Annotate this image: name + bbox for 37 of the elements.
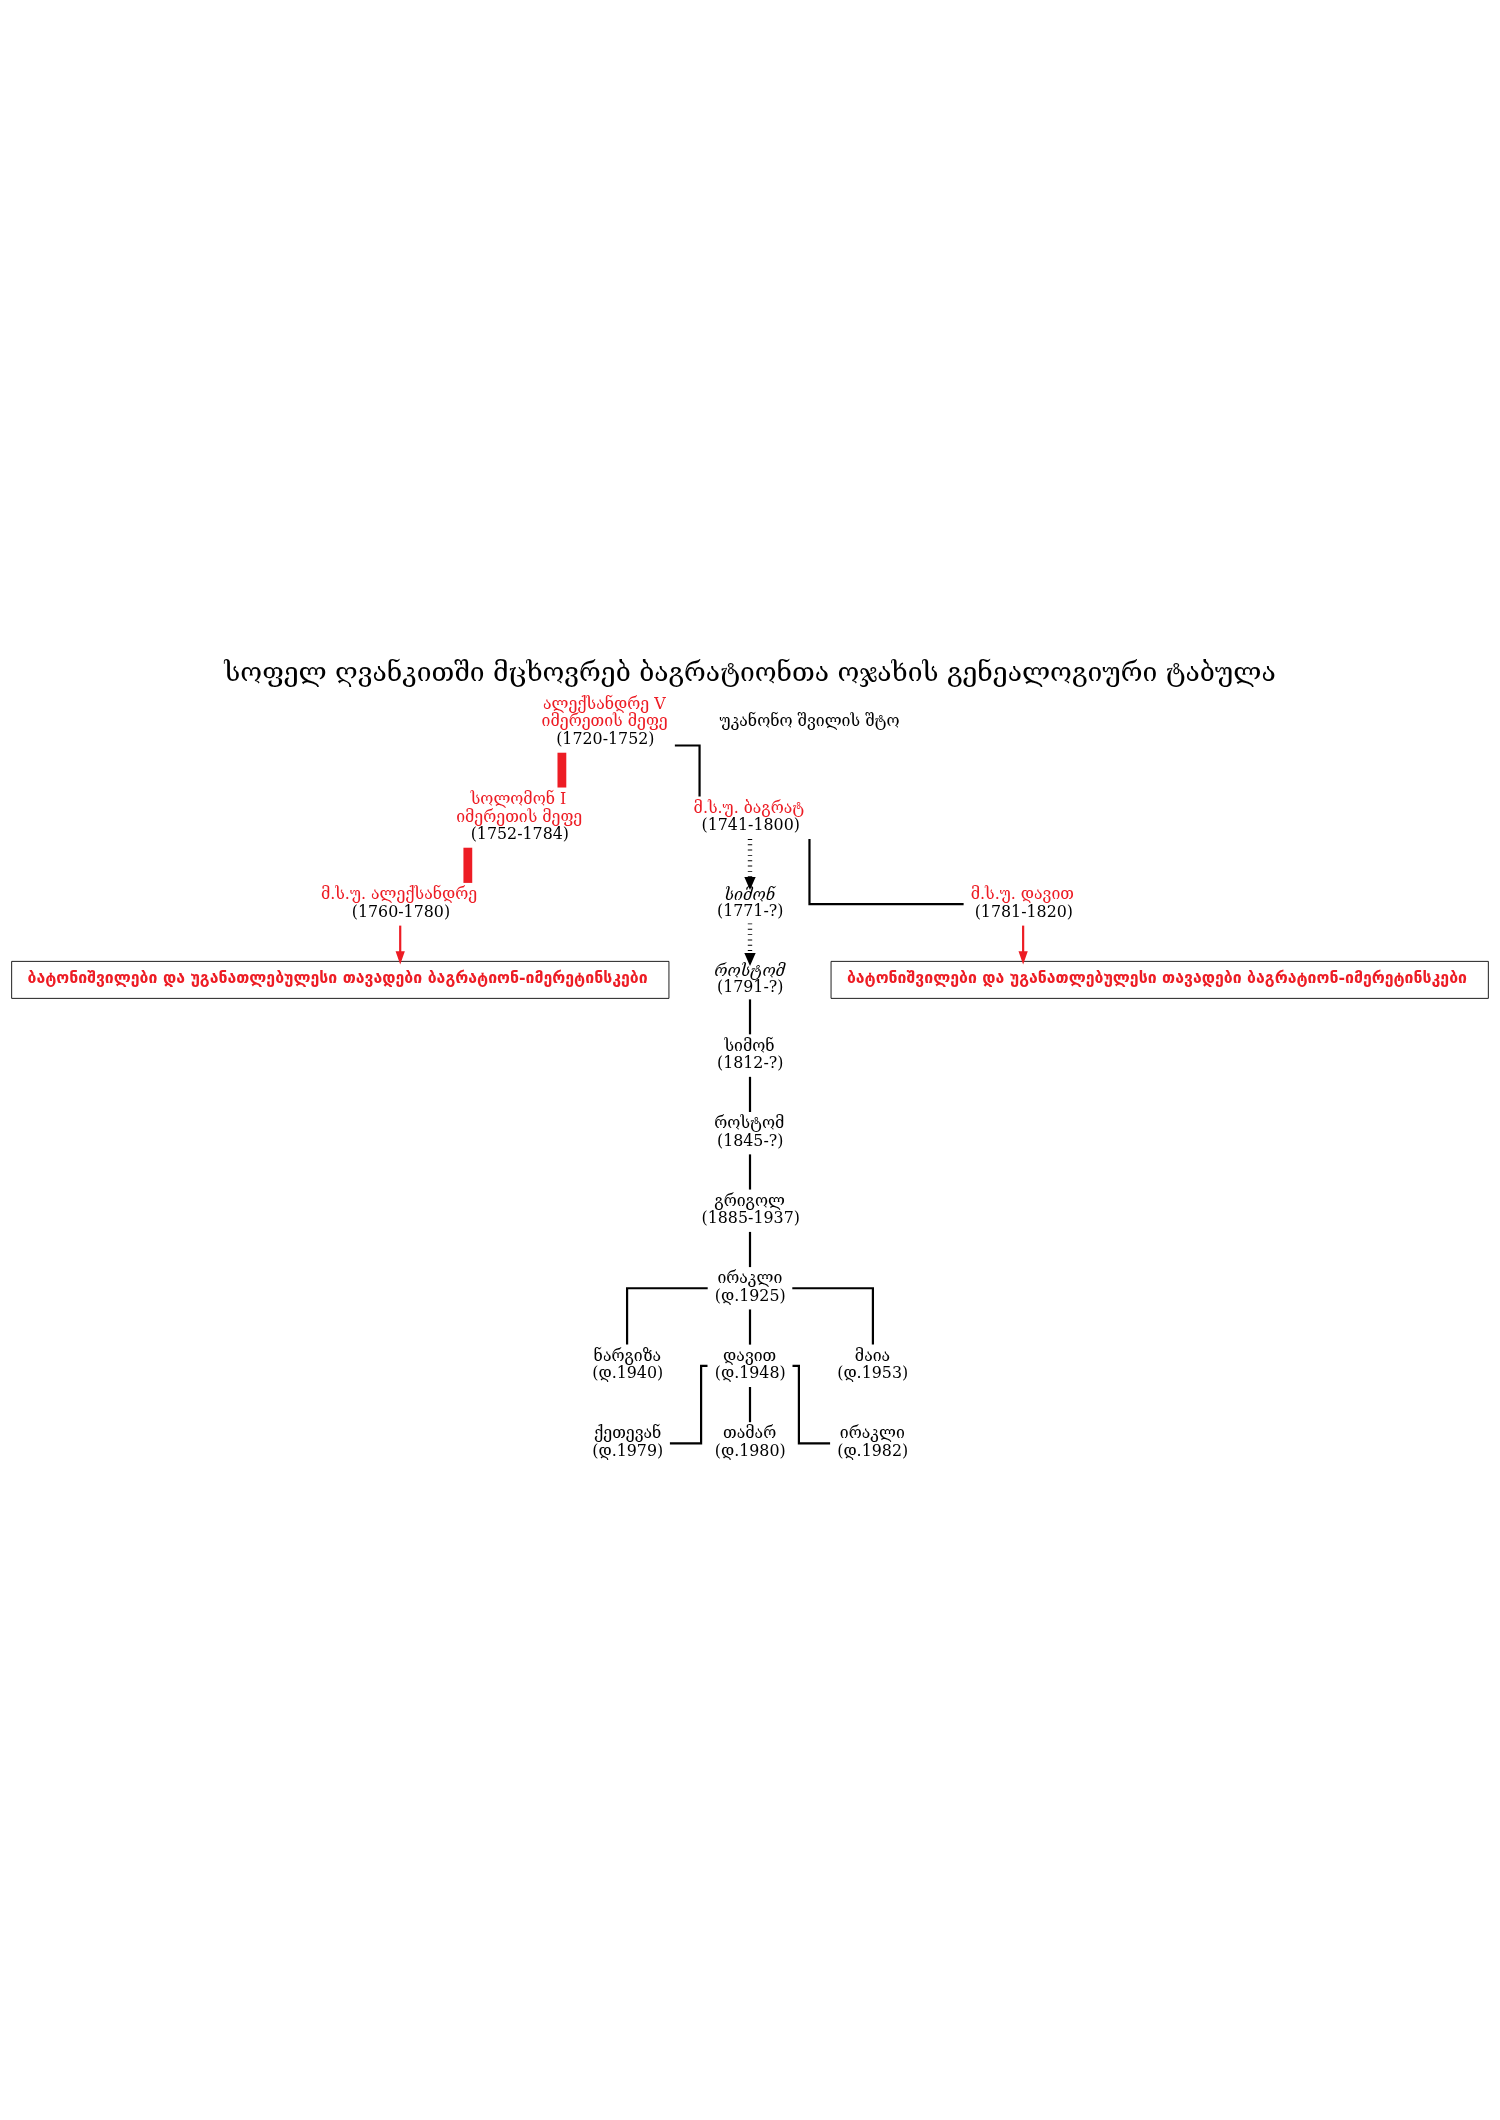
connector <box>557 752 567 787</box>
node-text: სოლომონ I იმერეთის მეფე (1752-1784) <box>456 788 583 843</box>
node-text: როსტომ (1845-?) <box>714 1112 785 1150</box>
connector <box>626 1286 708 1345</box>
connector <box>748 1231 752 1267</box>
node-text: მ.ს.უ. ალექსანდრე (1760-1780) <box>320 883 478 921</box>
connector <box>792 1286 874 1345</box>
node-text: ნარგიზა (დ.1940) <box>592 1345 664 1382</box>
connector <box>748 1076 752 1112</box>
node-text: თამარ (დ.1980) <box>714 1422 786 1460</box>
node-box: ბატონიშვილები და უგანათლებულესი თავადები ბაგრატიონ-იმერეტინსკები <box>830 960 1489 999</box>
node-text: სიმონ (1812-?) <box>716 1035 784 1072</box>
connector <box>748 1308 752 1345</box>
node-box: ბატონიშვილები და უგანათლებულესი თავადები ბაგრატიონ-იმერეტინსკები <box>11 960 670 999</box>
legend-label: უკანონო შვილის შტო <box>719 710 900 730</box>
node-text: მაია (დ.1953) <box>837 1345 909 1382</box>
node-text: ალექსანდრე V იმერეთის მეფე (1720-1752) <box>541 693 668 748</box>
node-text: მ.ს.უ. ბაგრატ (1741-1800) <box>693 797 805 834</box>
node-text: მ.ს.უ. დავით (1781-1820) <box>970 883 1074 921</box>
connector <box>463 847 473 883</box>
node-text: ირაკლი (დ.1925) <box>714 1267 786 1305</box>
node-text: სიმონ (1771-?) <box>716 884 784 920</box>
arrow <box>744 838 756 890</box>
connector <box>808 838 964 905</box>
connector <box>669 1364 708 1444</box>
arrow <box>395 925 405 964</box>
connector <box>748 998 752 1034</box>
connector <box>748 1153 752 1190</box>
node-text: ქეთევან (დ.1979) <box>592 1422 664 1460</box>
arrow <box>1018 925 1028 964</box>
node-text: ირაკლი (დ.1982) <box>837 1422 909 1460</box>
connector <box>792 1364 831 1444</box>
node-text: გრიგოლ (1885-1937) <box>701 1190 800 1227</box>
node-text: როსტომ (1791-?) <box>714 960 786 996</box>
node-text: დავით (დ.1948) <box>714 1345 786 1382</box>
connector <box>748 1386 752 1422</box>
diagram-title: სოფელ ღვანკითში მცხოვრებ ბაგრატიონთა ოჯახის გენეალოგიური ტაბულა <box>224 655 1276 687</box>
